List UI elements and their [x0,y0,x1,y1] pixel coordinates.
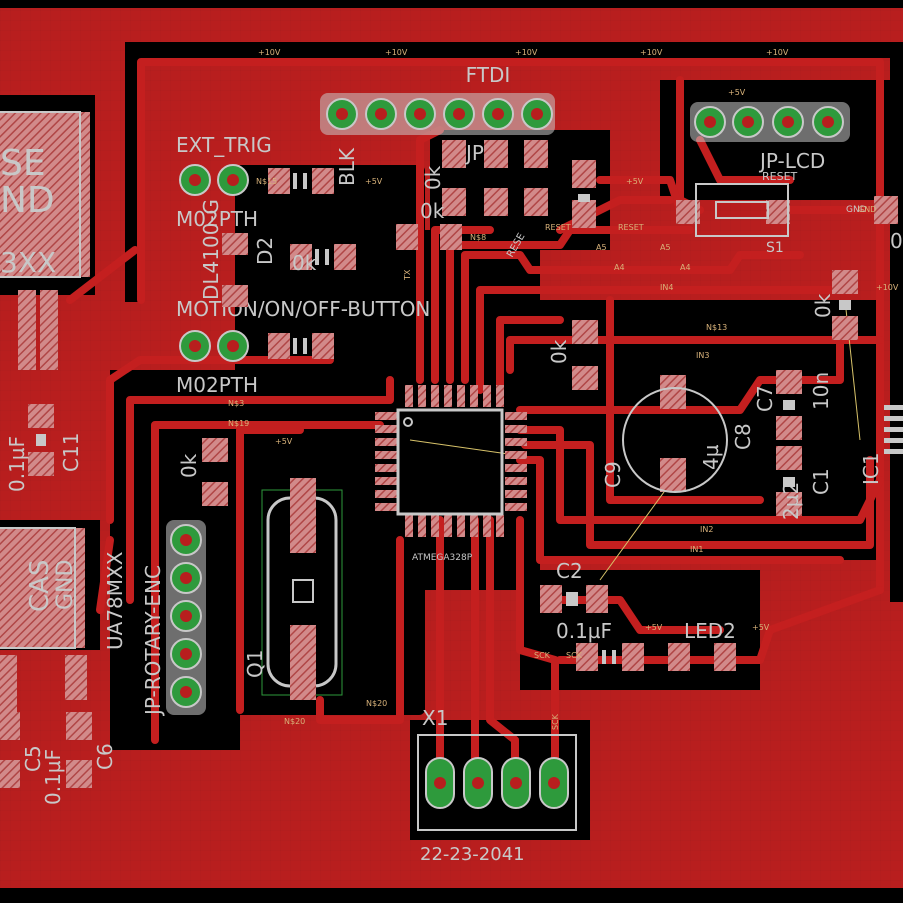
led2-label: LED2 [684,619,736,643]
diode-frag: DL4100-G [199,199,223,300]
c11-label: C11 [59,433,83,472]
c6-label: C6 [93,743,117,770]
net-reset-2: RESET [618,223,644,232]
net-v10-2: +10V [385,48,408,57]
net-n20-1: N$20 [284,717,305,726]
c8-label: C8 [731,423,755,450]
ext-trig-label: EXT_TRIG [176,133,272,157]
reg-frag-nd: ND [0,180,55,221]
x1-label: X1 [422,706,448,730]
r-0k-3: 0k [420,199,445,223]
smd-parts [0,140,898,788]
m02pth-bottom-label: M02PTH [176,373,258,397]
jp-lcd-label: JP-LCD [758,149,825,173]
net-v5-3: +5V [275,437,293,446]
reg-frag-se: SE [0,143,46,184]
ic1-label: IC1 [859,452,883,485]
net-sck-1: SCK [534,651,551,660]
d2-label: D2 [253,237,277,265]
net-a4-2: A4 [680,263,691,272]
net-v5-2: +5V [626,177,644,186]
net-v10-4: +10V [640,48,663,57]
ua78mxx-label: UA78MXX [103,551,127,650]
ftdi-header [320,93,555,135]
net-sck-2: SCK [566,651,583,660]
ic1-pins [884,405,903,454]
net-in3: IN3 [696,351,709,360]
net-sck-3: SCK [551,713,560,730]
c5-value: 0.1µF [41,749,65,805]
regulator-bottom [0,527,87,725]
reg2-frag-cas: CAS [25,560,55,612]
jp-frag: JP [464,141,484,165]
net-v10-3: +10V [515,48,538,57]
component-labels: C2 0.1µF LED2 RESET S1 C11 0.1µF C5 0.1µ… [5,141,903,805]
rotary-encoder-header [166,520,206,715]
cap-2u2-label: 2µ2 [779,482,803,520]
r-0k-2: 0k [421,165,445,190]
net-n20-2: N$20 [366,699,387,708]
motion-button-header [179,330,249,362]
ftdi-label: FTDI [466,63,511,87]
q1-label: Q1 [243,650,267,678]
jp-rotary-label: JP-ROTARY-ENC [141,565,165,717]
net-in1: IN1 [690,545,703,554]
net-n19: N$19 [228,419,249,428]
net-n3: N$3 [228,399,244,408]
net-v10-5: +10V [766,48,789,57]
c11-value: 0.1µF [5,436,29,492]
r-0k-1: 0k [292,251,317,275]
x1-connector [417,734,577,831]
c2-label: C2 [556,559,583,583]
net-reset-1: RESET [545,223,571,232]
s1-label: S1 [766,240,784,256]
net-v10-1: +10V [258,48,281,57]
mcu-chip [375,385,527,537]
net-n8: N$8 [470,233,486,242]
gnd-frag: GND [846,205,867,215]
c2-value: 0.1µF [556,619,612,643]
net-a5-2: A5 [660,243,671,252]
x1-part-label: 22-23-2041 [420,844,525,865]
lcd-header [690,102,850,142]
c9-label: C9 [601,461,625,488]
net-in2: IN2 [700,525,713,534]
net-v5-1: +5V [365,177,383,186]
crystal-q1 [261,478,343,700]
net-v5-4: +5V [645,623,663,632]
net-v5-6: +5V [728,88,746,97]
c5-label: C5 [21,745,45,772]
reset-switch-label: RESET [762,170,798,183]
m02pth-top-label: M02PTH [176,207,258,231]
net-n15: N$15 [256,177,277,186]
mcu-label: ATMEGA328P [412,553,473,563]
cap-4u7-label: 4µ [699,444,723,470]
net-v10-6: +10V [876,283,899,292]
r-0k-5: 0k [177,453,201,478]
net-v5-5: +5V [752,623,770,632]
net-n13: N$13 [706,323,727,332]
net-in4: IN4 [660,283,673,292]
net-gnd: GND [858,205,876,214]
tiny-zero: 0 [890,229,903,253]
r-0k-6: 0k [811,293,835,318]
cap-10n-label: 10n [809,372,833,410]
net-a5-1: A5 [596,243,607,252]
blk-frag: BLK [335,147,359,186]
motion-button-label: MOTION/ON/OFF-BUTTON [176,297,430,321]
net-labels: +10V +10V +10V +10V +10V +10V +5V +5V +5… [228,48,899,730]
reg2-frag-gnd: GND [53,560,78,610]
net-a4-1: A4 [614,263,625,272]
net-tx: TX [403,269,412,281]
regulator-top [0,111,90,370]
c7-label: C7 [753,385,777,412]
r-0k-4: 0k [547,339,571,364]
reg-frag-3xx: 3XX [0,246,56,279]
c1-label: C1 [809,468,833,495]
ext-trig-header [179,164,249,196]
